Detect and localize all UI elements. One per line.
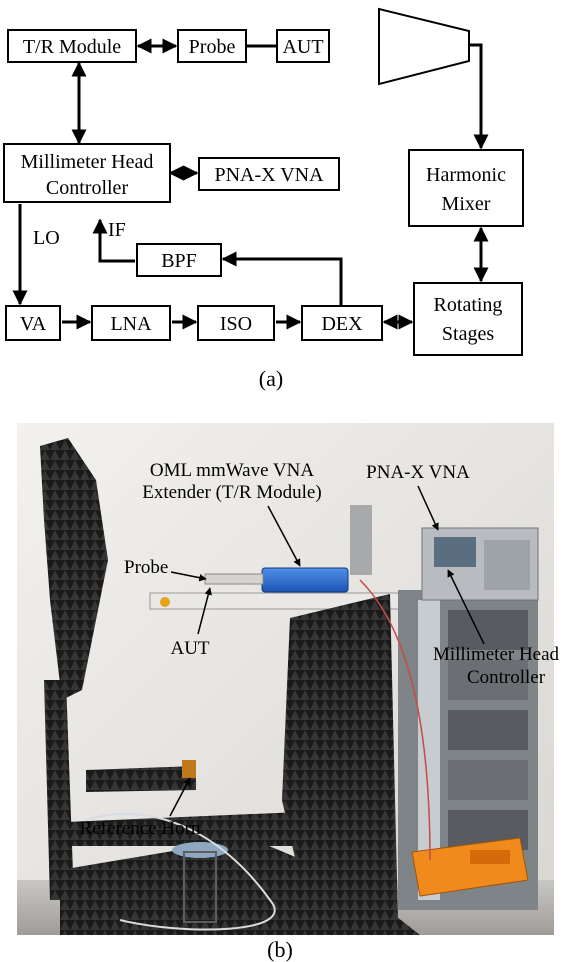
wall-rail	[149, 592, 441, 610]
if-signal-label: IF	[108, 219, 126, 241]
pna-instrument	[421, 527, 539, 601]
absorber-base-arm	[66, 812, 302, 846]
iso-label: ISO	[220, 313, 252, 335]
lna-block: LNA	[91, 305, 171, 341]
mmhc-label-line1: Millimeter Head	[21, 151, 154, 173]
probe-label: Probe	[189, 36, 236, 58]
absorber-horizontal-arm	[86, 766, 196, 792]
bpf-label: BPF	[161, 250, 197, 272]
horn-mixer-line	[469, 43, 489, 150]
if-line	[92, 218, 135, 263]
harmonic-mixer-label-line1: Harmonic	[426, 164, 506, 186]
rotating-stages-block: Rotating Stages	[413, 282, 523, 356]
aut-pointer	[197, 587, 212, 635]
reference-horn	[182, 760, 196, 778]
bpf-block: BPF	[136, 243, 222, 277]
absorber-floor	[60, 838, 420, 935]
dex-label: DEX	[321, 313, 363, 335]
connection-lines	[12, 38, 489, 330]
pna-photo-label: PNA-X VNA	[366, 462, 470, 483]
extender-label-line1: OML mmWave VNA	[150, 460, 314, 481]
wall-switch	[160, 597, 170, 607]
horn-antenna-shape	[378, 7, 470, 86]
absorber-left-panel	[40, 438, 108, 700]
orange-controller	[411, 837, 529, 897]
photo-cable-2	[359, 579, 431, 861]
photo-annotations: OML mmWave VNA Extender (T/R Module) PNA…	[80, 460, 560, 839]
pna-pointer	[417, 485, 439, 531]
diagram-caption: (a)	[259, 366, 283, 391]
probe-holder	[204, 573, 264, 585]
extender-label-line2: Extender (T/R Module)	[142, 482, 321, 503]
turntable-stand	[172, 842, 228, 923]
rotating-stages-label-line1: Rotating	[434, 294, 503, 316]
mmhc-photo-label-line1: Millimeter Head	[433, 644, 560, 665]
absorber-center-panel	[282, 594, 398, 920]
photo-cable-1	[85, 812, 276, 931]
extender-pointer	[267, 505, 301, 567]
tr-module-label: T/R Module	[23, 36, 121, 58]
rotating-stages-label-line2: Stages	[442, 323, 494, 345]
block-diagram: T/R Module Probe AUT Millimeter Head Con…	[3, 7, 524, 391]
va-label: VA	[20, 313, 47, 335]
pna-label: PNA-X VNA	[214, 164, 324, 186]
lna-label: LNA	[110, 313, 152, 335]
mmhc-label-line2: Controller	[46, 177, 129, 199]
harmonic-mixer-block: Harmonic Mixer	[408, 149, 524, 227]
mmhc-pointer	[447, 569, 485, 645]
pna-block: PNA-X VNA	[198, 157, 340, 191]
aut-photo-label: AUT	[170, 638, 209, 659]
harmonic-mixer-label-line2: Mixer	[442, 193, 491, 215]
dex-bpf-line	[221, 251, 343, 305]
reference-horn-label: Reference Horn	[80, 818, 201, 839]
positioner-tower	[350, 505, 372, 575]
tr-module-block: T/R Module	[7, 29, 137, 63]
mmhc-photo-label-line2: Controller	[467, 667, 546, 688]
dex-block: DEX	[301, 305, 383, 341]
setup-photo: OML mmWave VNA Extender (T/R Module) PNA…	[17, 423, 560, 962]
va-block: VA	[5, 305, 61, 341]
probe-photo-label: Probe	[124, 557, 168, 578]
iso-block: ISO	[197, 305, 275, 341]
reference-horn-pointer	[169, 777, 191, 817]
mmhc-block: Millimeter Head Controller	[3, 143, 171, 203]
photo-caption: (b)	[267, 937, 293, 962]
probe-block: Probe	[177, 29, 247, 63]
lo-signal-label: LO	[33, 227, 60, 249]
extender-unit	[261, 567, 349, 593]
aut-block: AUT	[276, 29, 330, 63]
probe-pointer	[170, 571, 207, 582]
aut-label: AUT	[282, 36, 323, 58]
